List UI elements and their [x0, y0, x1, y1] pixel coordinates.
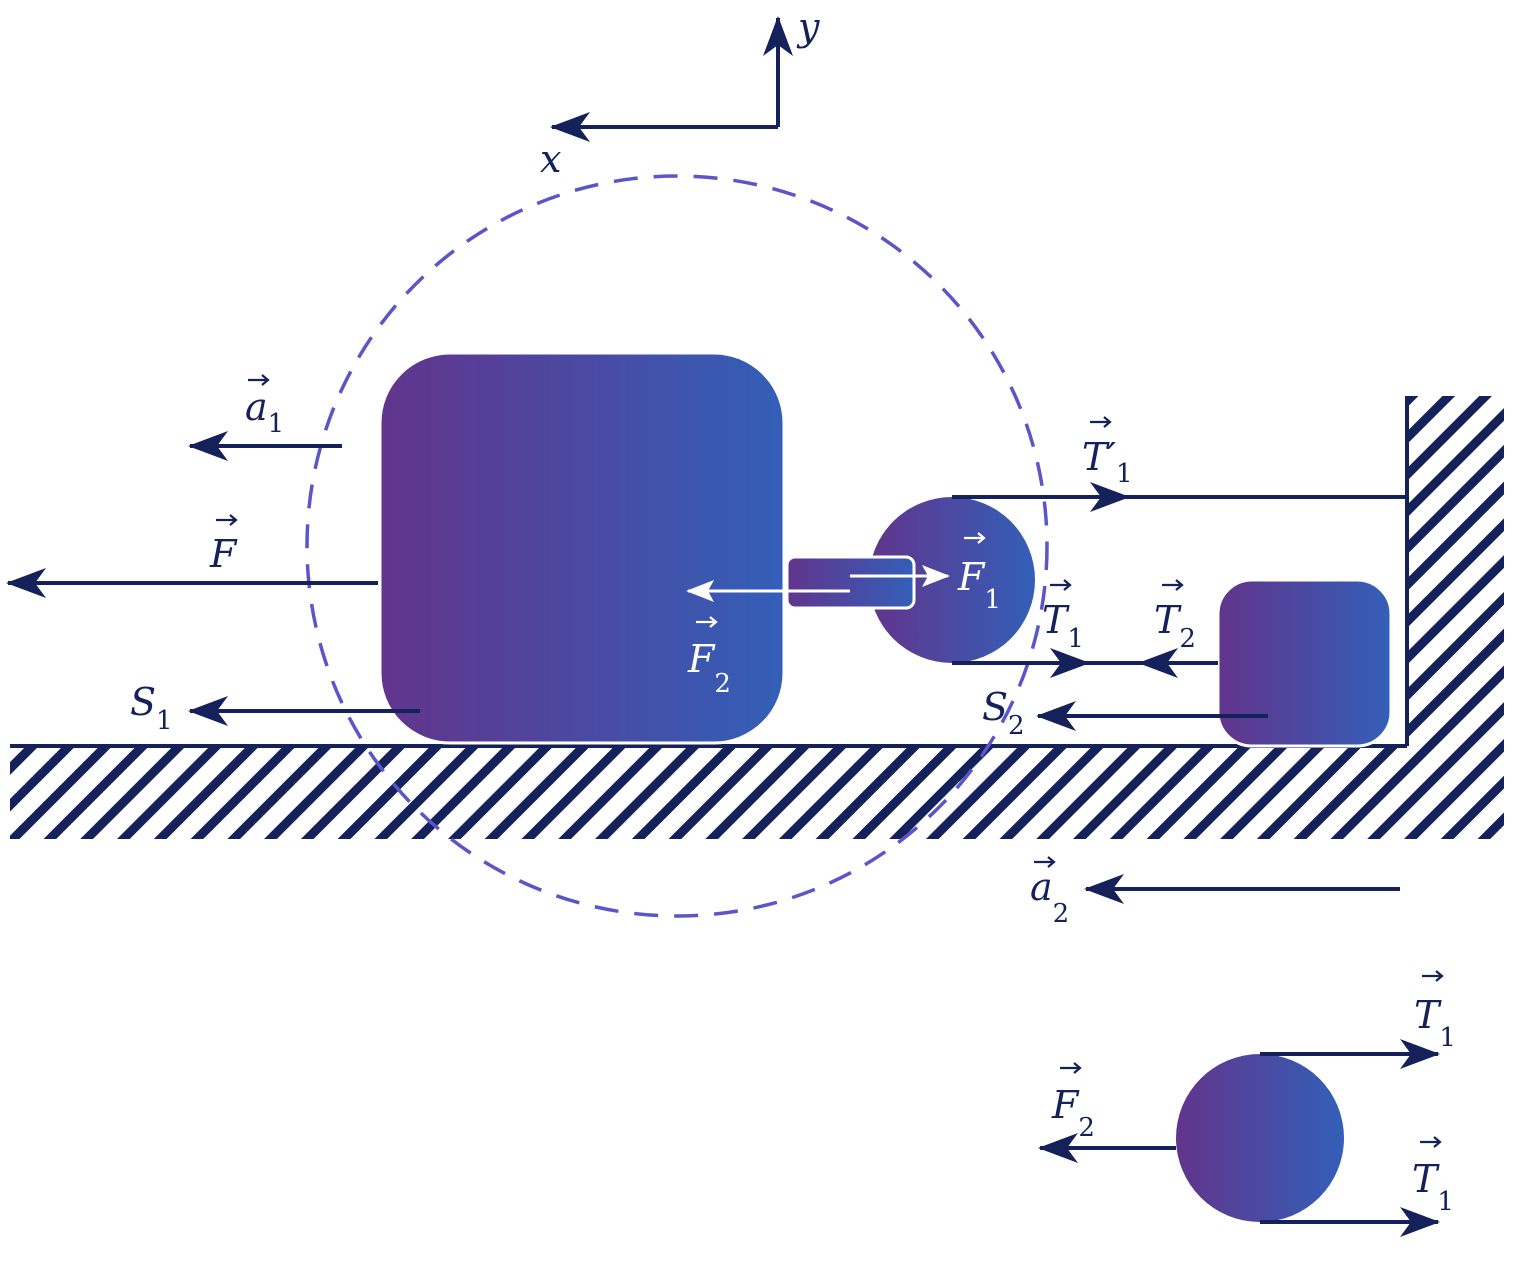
vector-arrow-icon — [1034, 856, 1056, 868]
label-F2-center: F2 — [687, 616, 731, 699]
x-axis-label: x — [540, 137, 561, 181]
svg-text:T1: T1 — [1414, 993, 1456, 1053]
svg-text:S2: S2 — [982, 685, 1025, 741]
vector-arrow-icon — [964, 532, 986, 544]
label-T1-bottom: T1 — [1412, 1136, 1454, 1217]
label-T2: T2 — [1154, 579, 1196, 654]
svg-text:S1: S1 — [130, 680, 173, 736]
svg-text:F2: F2 — [1051, 1083, 1095, 1143]
vector-arrow-icon — [696, 616, 718, 628]
vector-arrow-icon — [1420, 1136, 1442, 1148]
svg-text:F1: F1 — [957, 555, 1001, 615]
pulley-free-body-diagram: T1 T1 F2 — [1038, 970, 1456, 1237]
axle-bracket — [785, 555, 916, 610]
label-T1-mid: T1 — [1042, 579, 1084, 654]
small-block — [1216, 578, 1393, 748]
label-S1: S1 — [130, 680, 173, 736]
pulley-isolated — [1176, 1054, 1344, 1222]
label-a2: a2 — [1030, 856, 1069, 929]
vector-arrow-icon — [1162, 579, 1184, 591]
vector-arrow-icon — [1060, 1062, 1082, 1074]
svg-text:T′1: T′1 — [1082, 435, 1133, 489]
svg-text:T1: T1 — [1412, 1157, 1454, 1217]
vector-arrow-icon — [1422, 970, 1444, 982]
ground — [10, 744, 1504, 839]
label-T1-prime: T′1 — [1082, 416, 1133, 489]
big-block — [378, 351, 786, 745]
label-F1: F1 — [957, 532, 1001, 615]
svg-text:a1: a1 — [245, 385, 284, 439]
svg-text:F2: F2 — [687, 637, 731, 699]
pulley — [869, 497, 1035, 663]
svg-text:F: F — [209, 532, 238, 576]
vector-arrow-icon — [1090, 416, 1112, 428]
svg-text:T1: T1 — [1042, 598, 1084, 654]
svg-text:T2: T2 — [1154, 598, 1196, 654]
coordinate-axes: y x — [540, 5, 820, 181]
label-F: F — [209, 514, 238, 576]
label-F2-bottom: F2 — [1051, 1062, 1095, 1143]
label-T1-top: T1 — [1414, 970, 1456, 1053]
vector-arrow-icon — [1050, 579, 1072, 591]
label-a1: a1 — [245, 374, 284, 439]
vector-arrow-icon — [248, 374, 270, 386]
svg-text:a2: a2 — [1030, 865, 1069, 929]
vector-arrow-icon — [216, 514, 238, 526]
label-S2: S2 — [982, 685, 1025, 741]
system-boundary-circle — [305, 174, 1049, 918]
y-axis-label: y — [796, 5, 820, 49]
wall — [1405, 396, 1504, 746]
